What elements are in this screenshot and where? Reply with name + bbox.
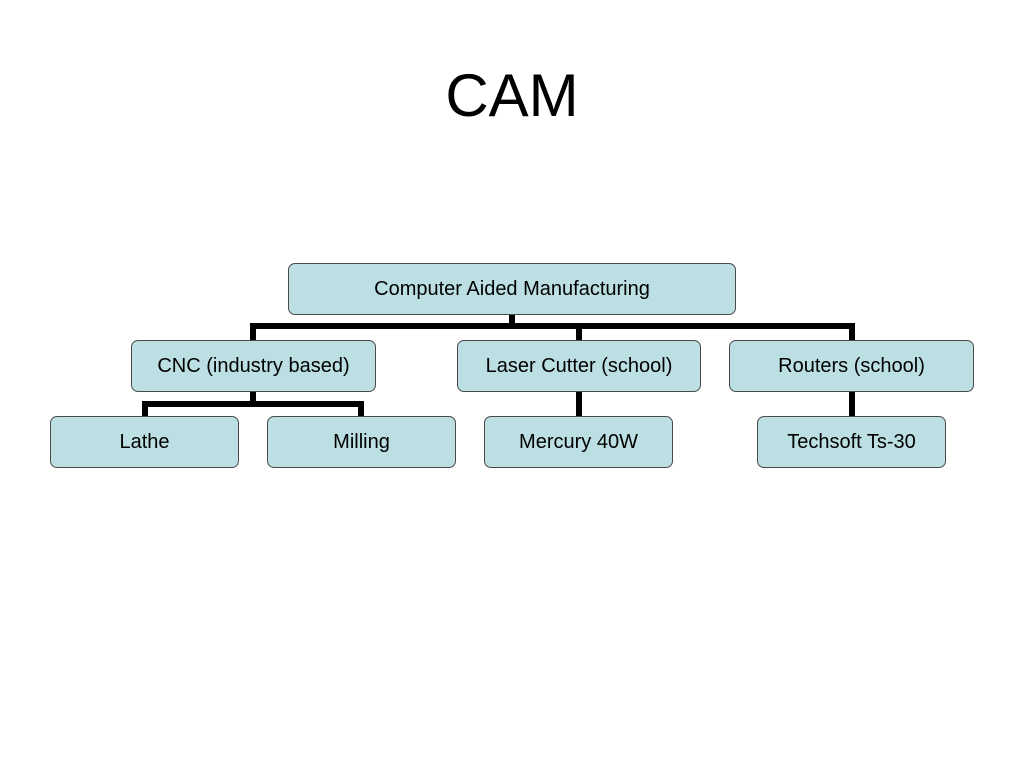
node-techsoft-ts-30: Techsoft Ts-30 [757, 416, 946, 468]
node-mercury-40w: Mercury 40W [484, 416, 673, 468]
node-lathe: Lathe [50, 416, 239, 468]
slide-title: CAM [445, 62, 579, 129]
node-laser-cutter: Laser Cutter (school) [457, 340, 701, 392]
node-milling: Milling [267, 416, 456, 468]
node-routers: Routers (school) [729, 340, 974, 392]
node-cnc: CNC (industry based) [131, 340, 376, 392]
node-computer-aided-manufacturing: Computer Aided Manufacturing [288, 263, 736, 315]
